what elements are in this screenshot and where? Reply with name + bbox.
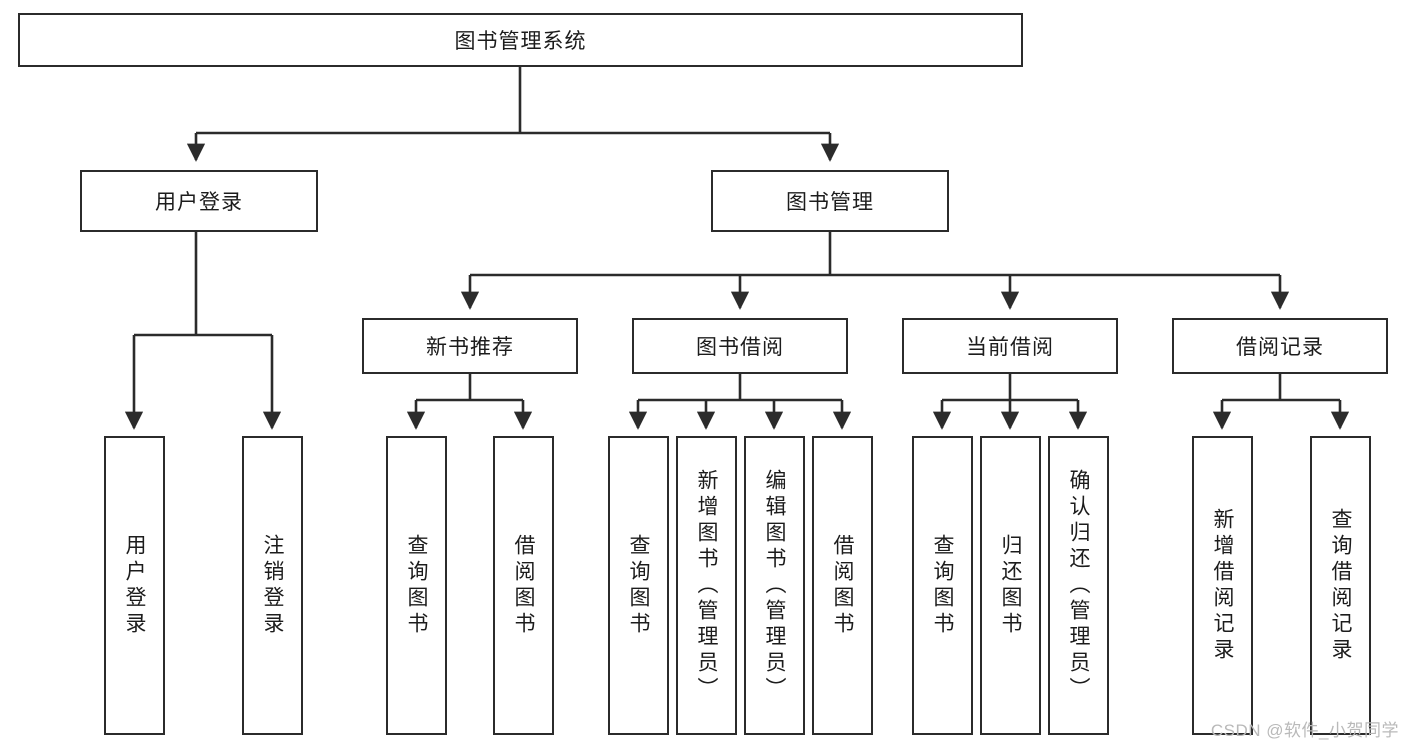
node-current-borrow[interactable]: 当前借阅 (902, 318, 1118, 374)
leaf-add-book[interactable]: 新增图书（管理员） (676, 436, 737, 735)
node-borrow-record-label: 借阅记录 (1236, 336, 1324, 359)
node-user-login-label: 用户登录 (155, 191, 243, 214)
leaf-edit-book-label: 编辑图书（管理员） (763, 468, 786, 703)
leaf-query-book-3-label: 查询图书 (931, 533, 954, 638)
node-user-login[interactable]: 用户登录 (80, 170, 318, 232)
leaf-borrow-book-1[interactable]: 借阅图书 (493, 436, 554, 735)
leaf-borrow-book-2-label: 借阅图书 (831, 533, 854, 638)
node-current-borrow-label: 当前借阅 (966, 336, 1054, 359)
node-new-book-recommend-label: 新书推荐 (426, 336, 514, 359)
leaf-borrow-book-2[interactable]: 借阅图书 (812, 436, 873, 735)
node-root[interactable]: 图书管理系统 (18, 13, 1023, 67)
leaf-add-record[interactable]: 新增借阅记录 (1192, 436, 1253, 735)
leaf-query-book-3[interactable]: 查询图书 (912, 436, 973, 735)
node-book-borrow[interactable]: 图书借阅 (632, 318, 848, 374)
leaf-user-logout[interactable]: 注销登录 (242, 436, 303, 735)
leaf-confirm-return-label: 确认归还（管理员） (1067, 468, 1090, 703)
leaf-user-login[interactable]: 用户登录 (104, 436, 165, 735)
leaf-query-book-2-label: 查询图书 (627, 533, 650, 638)
leaf-user-login-label: 用户登录 (123, 533, 146, 638)
node-book-manage[interactable]: 图书管理 (711, 170, 949, 232)
csdn-watermark: CSDN @软件_小贺同学 (1210, 721, 1399, 740)
node-root-label: 图书管理系统 (454, 30, 587, 53)
leaf-query-record-label: 查询借阅记录 (1329, 507, 1352, 664)
node-book-manage-label: 图书管理 (786, 191, 874, 214)
leaf-add-record-label: 新增借阅记录 (1211, 507, 1234, 664)
leaf-query-book-1-label: 查询图书 (405, 533, 428, 638)
leaf-edit-book[interactable]: 编辑图书（管理员） (744, 436, 805, 735)
leaf-query-book-1[interactable]: 查询图书 (386, 436, 447, 735)
node-book-borrow-label: 图书借阅 (696, 336, 784, 359)
leaf-user-logout-label: 注销登录 (261, 533, 284, 638)
leaf-borrow-book-1-label: 借阅图书 (512, 533, 535, 638)
leaf-confirm-return[interactable]: 确认归还（管理员） (1048, 436, 1109, 735)
node-new-book-recommend[interactable]: 新书推荐 (362, 318, 578, 374)
leaf-return-book-label: 归还图书 (999, 533, 1022, 638)
leaf-query-record[interactable]: 查询借阅记录 (1310, 436, 1371, 735)
leaf-add-book-label: 新增图书（管理员） (695, 468, 718, 703)
node-borrow-record[interactable]: 借阅记录 (1172, 318, 1388, 374)
leaf-return-book[interactable]: 归还图书 (980, 436, 1041, 735)
leaf-query-book-2[interactable]: 查询图书 (608, 436, 669, 735)
